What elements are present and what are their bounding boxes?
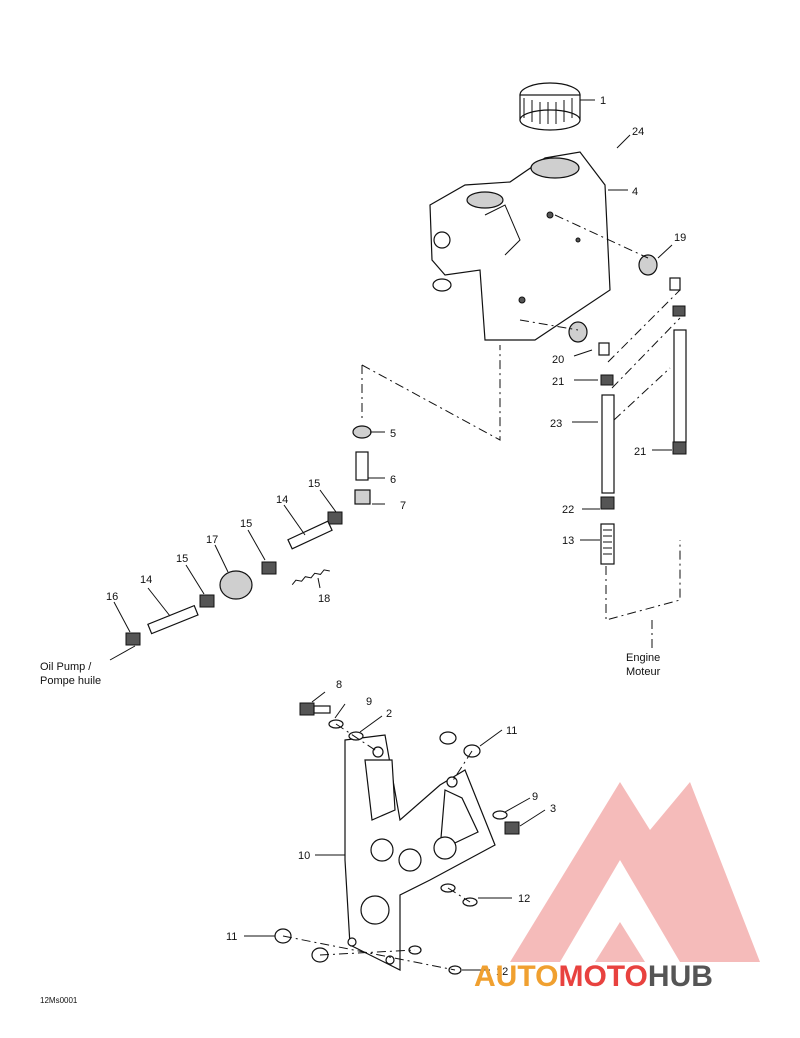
callout-3: 3 (550, 803, 556, 815)
drawing-code: 12Ms0001 (40, 996, 78, 1005)
watermark-text: AUTOMOTOHUB (474, 960, 713, 993)
callout-5: 5 (390, 428, 396, 440)
callout-19: 19 (674, 232, 686, 244)
callout-11-a: 11 (506, 725, 517, 737)
callout-23: 23 (550, 418, 562, 430)
callout-17: 17 (206, 534, 218, 546)
callout-2: 2 (386, 708, 392, 720)
callout-15-c: 15 (176, 553, 188, 565)
callout-14-a: 14 (276, 494, 288, 506)
watermark-hub: HUB (648, 960, 713, 993)
callout-7: 7 (400, 500, 406, 512)
callout-12-a: 12 (518, 893, 530, 905)
callout-9-a: 9 (366, 696, 372, 708)
callout-21-upper: 21 (552, 376, 564, 388)
callout-13: 13 (562, 535, 574, 547)
watermark-logo (510, 782, 760, 962)
callout-15-b: 15 (240, 518, 252, 530)
callout-15-a: 15 (308, 478, 320, 490)
leader-lines (109, 99, 681, 971)
callout-24: 24 (632, 126, 644, 138)
callout-14-b: 14 (140, 574, 152, 586)
callout-6: 6 (390, 474, 396, 486)
callout-10: 10 (298, 850, 310, 862)
oil-pump-label-line1: Oil Pump / (40, 661, 92, 673)
callout-8: 8 (336, 679, 342, 691)
callout-12-b: 12 (496, 966, 508, 978)
callout-22: 22 (562, 504, 574, 516)
oil-tank (429, 151, 611, 341)
notes: Oil Pump / Pompe huile Engine Moteur 12M… (40, 652, 661, 1005)
watermark-moto: MOTO (558, 960, 647, 993)
tank-cap (519, 82, 581, 131)
callout-21-lower: 21 (634, 446, 646, 458)
watermark-auto: AUTO (474, 960, 558, 993)
callout-11-b: 11 (226, 931, 237, 943)
svg-text:AUTOMOTOHUB: AUTOMOTOHUB (474, 960, 713, 993)
spring-18 (291, 569, 330, 585)
oil-tank-assembly (429, 82, 611, 341)
engine-return-lines (568, 254, 687, 565)
oil-pump-label-line2: Pompe huile (40, 675, 101, 687)
callout-16: 16 (106, 591, 118, 603)
callout-labels: 1 24 4 19 20 21 23 21 5 6 7 15 14 15 17 … (106, 95, 686, 978)
callout-1: 1 (600, 95, 606, 107)
oil-pump-line (125, 425, 372, 646)
callout-4: 4 (632, 186, 638, 198)
callout-20: 20 (552, 354, 564, 366)
engine-label-line1: Engine (626, 652, 660, 664)
callout-18: 18 (318, 593, 330, 605)
engine-label-line2: Moteur (626, 666, 661, 678)
callout-9-b: 9 (532, 791, 538, 803)
